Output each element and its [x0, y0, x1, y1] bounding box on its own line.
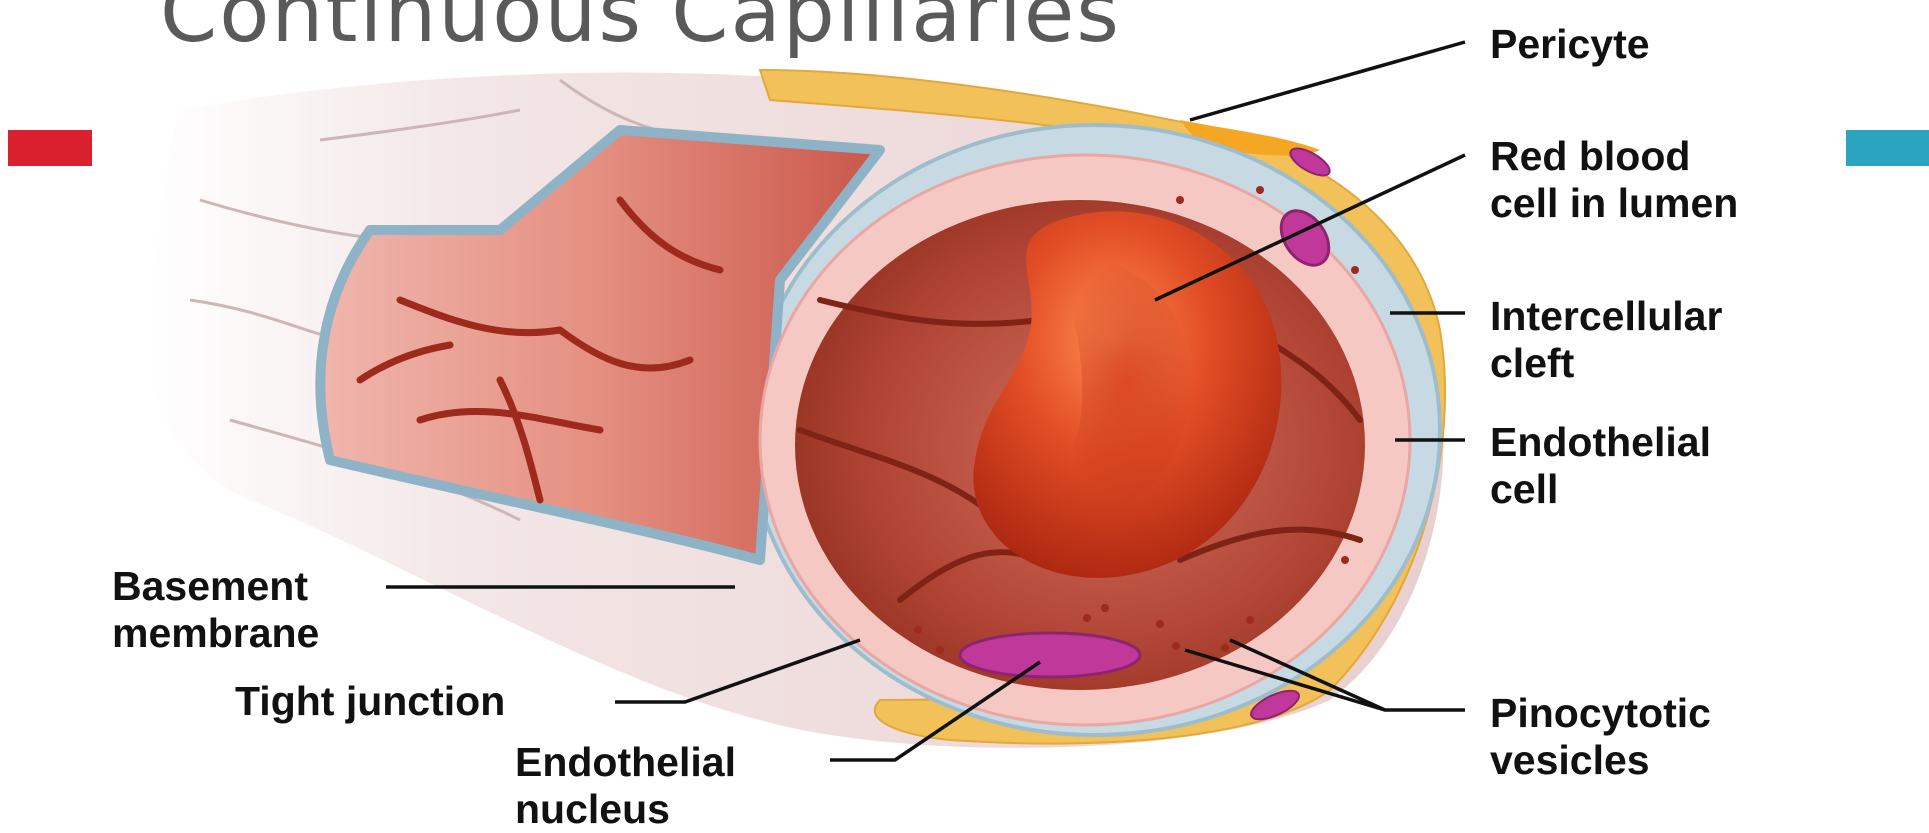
endothelial-nucleus-shape: [960, 633, 1140, 677]
label-intercellular-cleft: Intercellular cleft: [1490, 293, 1734, 386]
label-tight-junction: Tight junction: [235, 678, 505, 724]
label-basement-membrane: Basement membrane: [112, 563, 319, 656]
label-pericyte: Pericyte: [1490, 21, 1650, 67]
label-red-blood-cell: Red blood cell in lumen: [1490, 133, 1738, 226]
label-endothelial-nucleus: Endothelial nucleus: [515, 739, 747, 832]
label-pinocytotic-vesicles: Pinocytotic vesicles: [1490, 690, 1722, 783]
label-endothelial-cell: Endothelial cell: [1490, 419, 1722, 512]
